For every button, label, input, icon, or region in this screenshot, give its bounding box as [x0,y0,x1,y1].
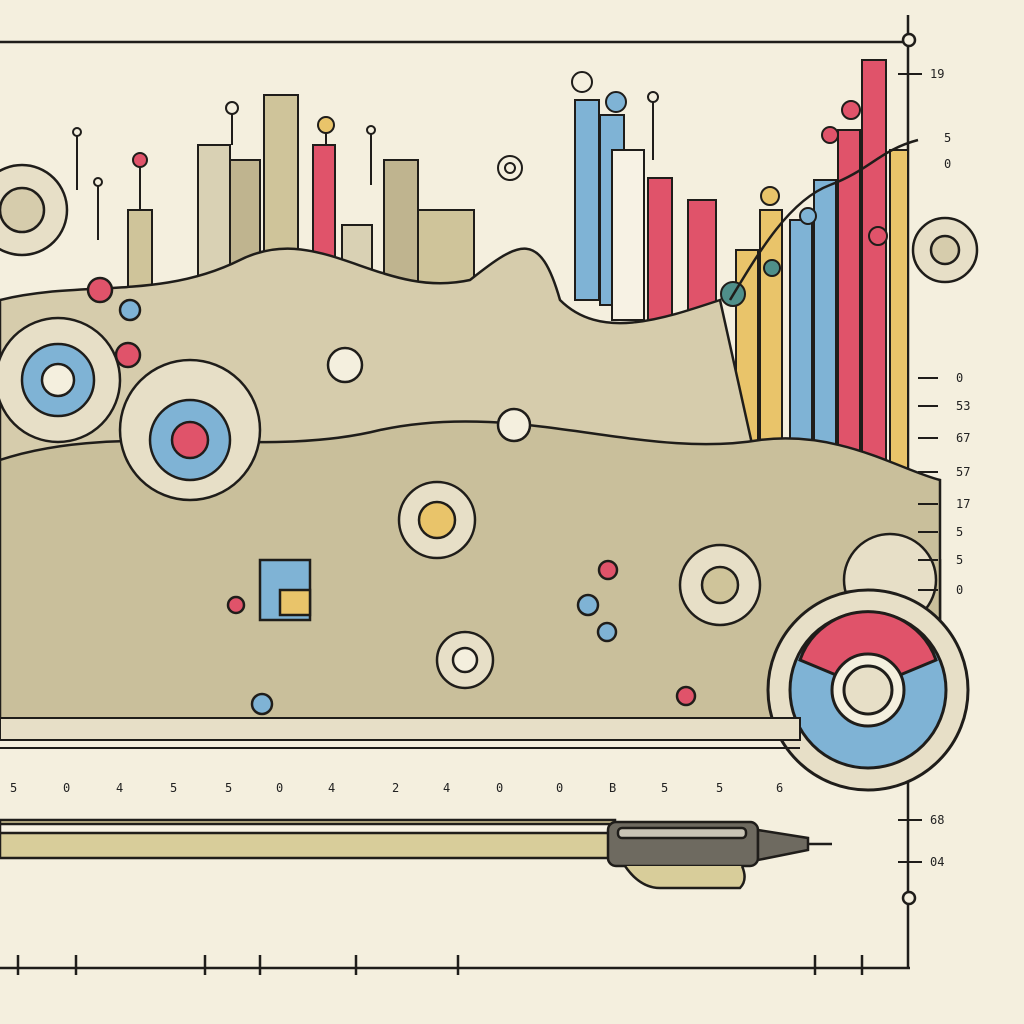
right-tick-label: 68 [930,813,944,827]
bottom-tick-label: 0 [276,781,283,795]
right-tick-label: 0 [956,371,963,385]
skyline-pins [72,71,888,307]
bottom-tick-label: 5 [716,781,723,795]
bottom-tick-label: 2 [392,781,399,795]
bottom-tick-label: 0 [556,781,563,795]
bottom-tick-label: 5 [225,781,232,795]
right-tick-label: 53 [956,399,970,413]
wave-line [728,138,919,301]
right-tick-label: 5 [944,131,951,145]
right-tick-label: 67 [956,431,970,445]
bottom-axis-labels: 5 0 4 5 5 0 4 2 4 0 0 B 5 5 6 [10,781,783,795]
bottom-tick-label: 0 [63,781,70,795]
bottom-tick-label: 4 [116,781,123,795]
right-tick-label: 0 [956,583,963,597]
ornate-doodle [0,163,979,722]
right-tick-label: 17 [956,497,970,511]
bottom-tick-label: 4 [328,781,335,795]
right-tick-label: 04 [930,855,944,869]
right-tick-label: 5 [956,525,963,539]
bottom-frame-ticks [16,955,864,975]
right-axis-labels: 19 5 0 0 53 67 57 17 5 5 0 68 04 [930,67,970,869]
bottom-tick-label: 5 [661,781,668,795]
ruler [0,717,801,749]
pen-icon [0,818,832,890]
right-tick-label: 57 [956,465,970,479]
right-axis-ticks [898,73,938,863]
bottom-tick-label: B [609,781,616,795]
bottom-tick-label: 5 [170,781,177,795]
bottom-tick-label: 0 [496,781,503,795]
right-tick-label: 5 [956,553,963,567]
bottom-tick-label: 5 [10,781,17,795]
right-tick-label: 19 [930,67,944,81]
medallion [766,588,970,792]
bottom-tick-label: 4 [443,781,450,795]
right-tick-label: 0 [944,157,951,171]
bottom-tick-label: 6 [776,781,783,795]
